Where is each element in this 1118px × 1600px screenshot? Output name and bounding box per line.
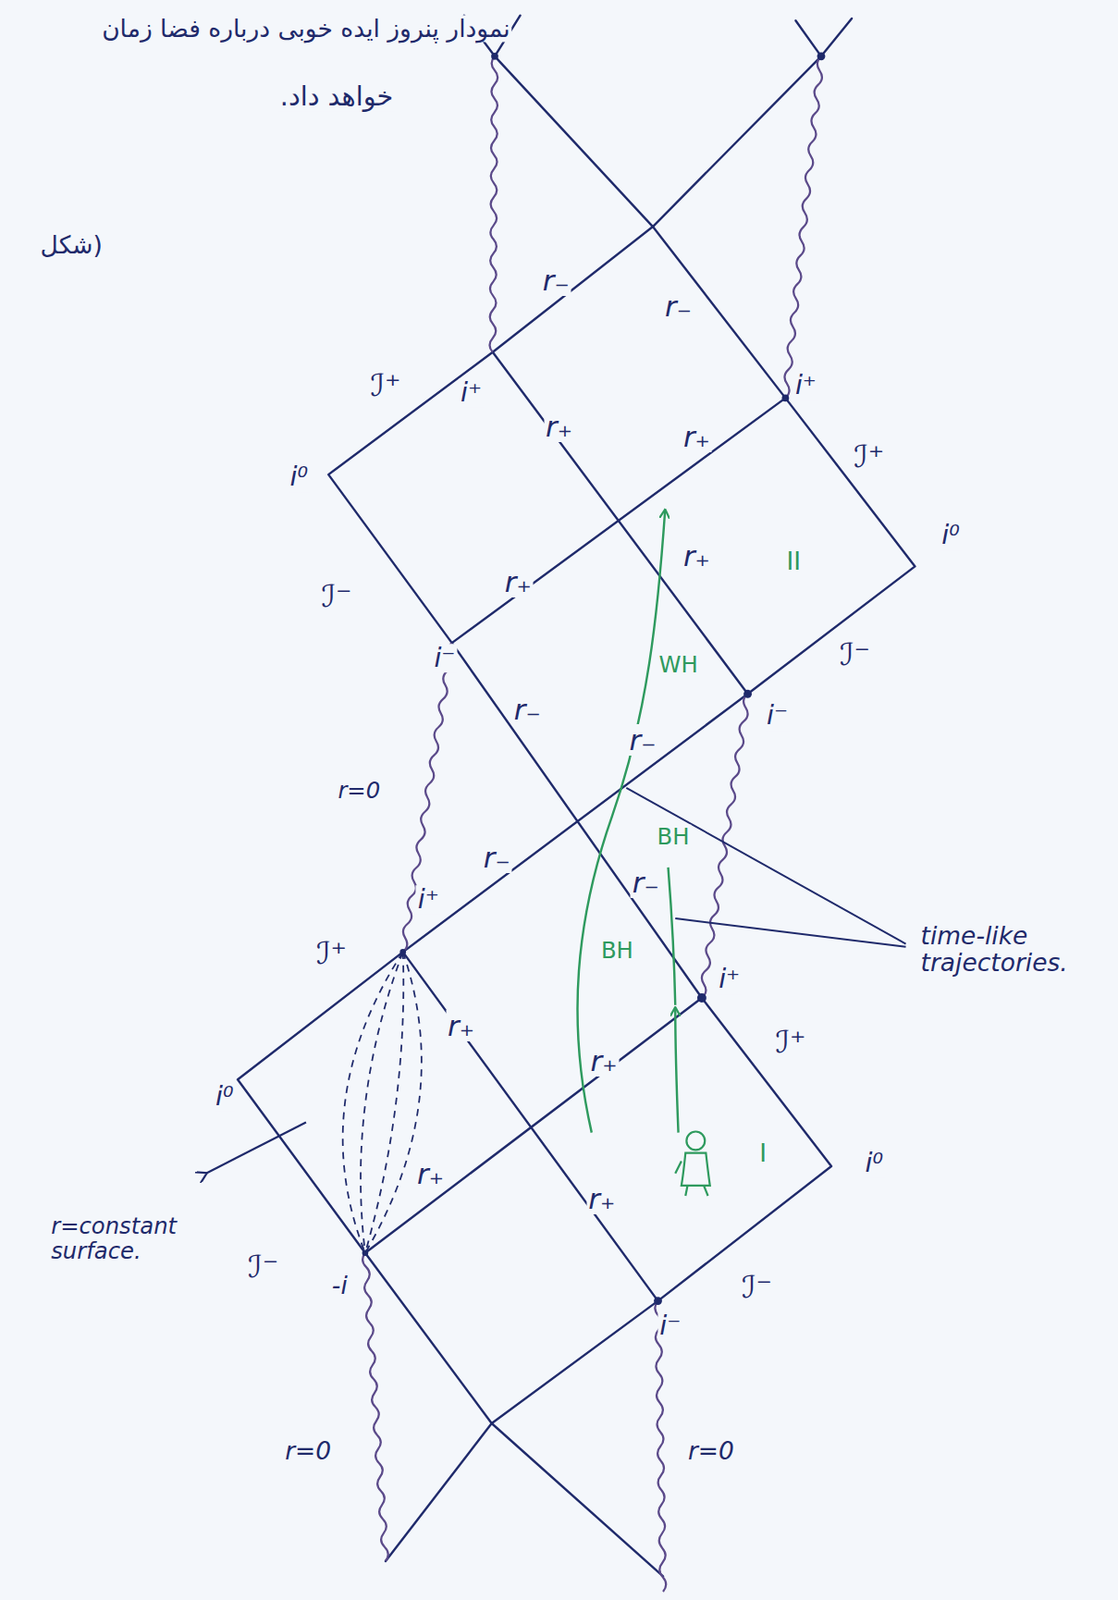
diagram-label: r₊ [589,1044,620,1077]
diagram-label: ℐ⁺ [851,440,886,474]
singularity-wave [701,693,749,998]
light-cone-lines [237,15,915,1577]
diagram-label: r=0 [282,1437,333,1464]
diagram-label: i⁰ [939,520,961,551]
diagram-label: خواهد داد. [278,82,395,112]
singularity-wave [490,56,499,353]
diagram-label: r₊ [543,410,575,443]
diagram-label: i⁺ [716,964,742,995]
singularity-wave [362,1253,389,1561]
diagram-label: r₊ [415,1157,446,1190]
r-constant-curves [343,951,422,1253]
diagram-label: r₊ [586,1182,617,1215]
singularity-wave [403,642,453,952]
diagram-label: ℐ⁻ [245,1250,281,1284]
diagram-label: II [784,547,803,575]
diagram-label: ℐ⁻ [837,638,873,672]
diagram-label: time-like trajectories. [919,921,1112,976]
diagram-label: i⁻ [764,701,790,732]
infinity-dots [362,51,826,1305]
diagram-label: ℐ⁻ [319,579,355,614]
diagram-label: i⁺ [793,370,819,401]
diagram-label: r₋ [630,866,662,898]
diagram-label: r₋ [512,693,543,725]
diagram-label: r₊ [681,420,713,453]
singularity-wave [654,1301,666,1592]
diagram-label: نمودار پنروز ایده خوبی درباره فضا زمان [99,14,513,42]
diagram-label: r=0 [335,778,382,804]
diagram-label: i⁰ [863,1148,885,1179]
diagram-label: r₋ [626,724,658,756]
diagram-label: -i [330,1271,350,1299]
diagram-label: BH [599,938,636,964]
diagram-label: i⁺ [416,884,442,915]
diagram-label: r₋ [663,290,694,322]
diagram-label: ℐ⁺ [368,368,403,403]
diagram-label: r₊ [445,1009,477,1042]
observer-figure [675,1131,711,1196]
diagram-label: i⁰ [213,1081,235,1112]
diagram-label: WH [656,652,700,678]
timelike-trajectories [577,510,678,1133]
diagram-label: i⁻ [431,643,457,674]
diagram-label: BH [655,823,692,849]
diagram-label: r₊ [681,540,713,572]
diagram-label: r₊ [503,565,534,598]
diagram-label: r₋ [540,264,572,296]
diagram-label: I [757,1139,769,1167]
singularity-wave [784,56,822,399]
diagram-label: i⁻ [657,1311,683,1341]
diagram-label: i⁰ [287,462,309,492]
diagram-label: i⁺ [458,378,484,408]
diagram-label: r=0 [686,1437,737,1464]
diagram-label: (شکل [38,231,105,258]
diagram-label: r=constant surface. [49,1215,206,1265]
leader-line [206,1122,307,1174]
diagram-label: ℐ⁻ [739,1270,774,1304]
diagram-label: ℐ⁺ [314,936,349,971]
diagram-label: ℐ⁺ [773,1025,808,1059]
singularity-lines [362,56,823,1592]
diagram-label: r₋ [481,841,513,873]
